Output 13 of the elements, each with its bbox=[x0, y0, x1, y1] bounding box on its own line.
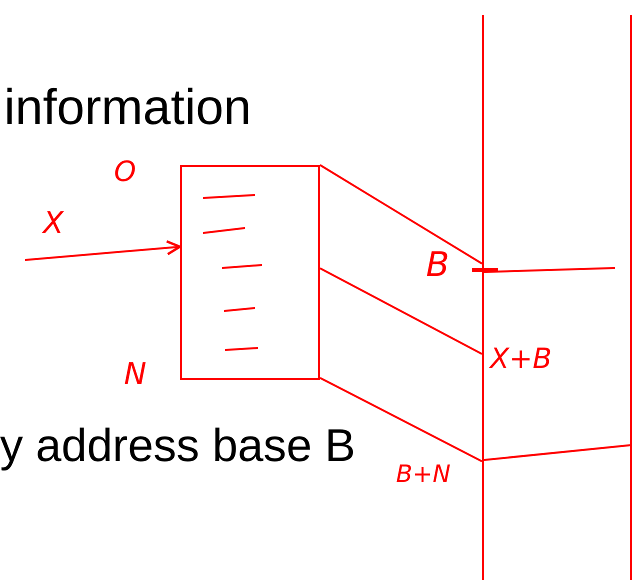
arrow bbox=[24, 240, 182, 261]
heading-text: information bbox=[4, 82, 252, 132]
address-label: B+N bbox=[396, 462, 451, 486]
address-label: B bbox=[426, 248, 450, 282]
mapping-line bbox=[320, 267, 482, 355]
body-text: y address base B bbox=[0, 422, 356, 468]
address-label: X+B bbox=[490, 345, 552, 373]
index-label: O bbox=[114, 158, 136, 186]
index-label: N bbox=[124, 360, 146, 390]
mapping-line bbox=[319, 164, 483, 264]
memory-column bbox=[482, 15, 632, 580]
mapping-line bbox=[320, 376, 482, 462]
segment-box bbox=[180, 165, 320, 380]
